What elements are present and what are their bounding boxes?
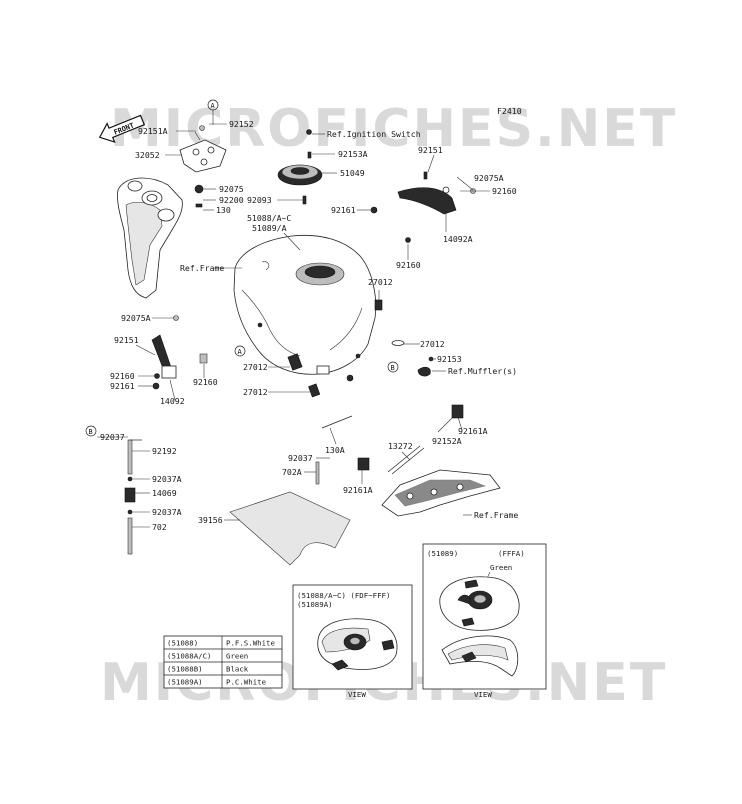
table-row-3-color: Black bbox=[226, 665, 249, 674]
label-92160-mid: 92160 bbox=[396, 260, 421, 270]
inset-left-view-mark: VIEW bbox=[348, 690, 366, 699]
inset-right-range: (FFFA) bbox=[498, 549, 525, 558]
label-92161A-bottom: 92161A bbox=[343, 485, 373, 495]
label-92161-top: 92161 bbox=[331, 205, 356, 215]
table-row-1-code: (51088) bbox=[167, 639, 198, 648]
label-92037A-2: 92037A bbox=[152, 507, 182, 517]
svg-text:B: B bbox=[391, 364, 395, 372]
label-92153: 92153 bbox=[437, 354, 462, 364]
hardware-kit-left: B bbox=[85, 425, 142, 555]
label-51088-AC: 51088/A~C bbox=[247, 213, 291, 223]
table-row-4-code: (51089A) bbox=[167, 678, 203, 687]
label-92075: 92075 bbox=[219, 184, 244, 194]
label-92093: 92093 bbox=[247, 195, 272, 205]
label-27012-a: 27012 bbox=[368, 277, 393, 287]
table-row-1-color: P.F.S.White bbox=[226, 639, 275, 648]
table-row-4-color: P.C.White bbox=[226, 678, 267, 687]
inset-right-part: (51089) bbox=[427, 549, 458, 558]
ref-frame-right-part bbox=[315, 404, 501, 517]
label-92152: 92152 bbox=[229, 119, 254, 129]
label-51089-A: 51089/A bbox=[252, 223, 287, 233]
inset-left-title-2: (51089A) bbox=[297, 600, 333, 609]
label-92037A-1: 92037A bbox=[152, 474, 182, 484]
label-92037-mid: 92037 bbox=[288, 453, 313, 463]
label-130A: 130A bbox=[325, 445, 345, 455]
label-92075A-right: 92075A bbox=[474, 173, 504, 183]
table-row-3-code: (51088B) bbox=[167, 665, 203, 674]
label-ref-frame-right: Ref.Frame bbox=[474, 510, 518, 520]
label-92200: 92200 bbox=[219, 195, 244, 205]
inset-view-51089: (51089) (FFFA) Green VIEW bbox=[422, 543, 547, 699]
label-130: 130 bbox=[216, 205, 231, 215]
table-row-2-color: Green bbox=[226, 652, 248, 661]
pad-39156 bbox=[229, 491, 351, 566]
label-13272: 13272 bbox=[388, 441, 413, 451]
label-27012-d: 27012 bbox=[243, 387, 268, 397]
label-51049: 51049 bbox=[340, 168, 365, 178]
label-32052: 32052 bbox=[135, 150, 160, 160]
ref-frame-left-part bbox=[117, 177, 183, 299]
inset-view-51088: (51088/A~C) (FDF~FFF) (51089A) VIEW bbox=[292, 584, 413, 699]
table-row-2-code: (51088A/C) bbox=[167, 652, 212, 661]
bracket-14092 bbox=[151, 315, 208, 390]
label-27012-b: 27012 bbox=[420, 339, 445, 349]
fuel-tank bbox=[233, 234, 405, 398]
muffler-ref-parts bbox=[417, 356, 434, 377]
label-ref-ignition-switch: Ref.Ignition Switch bbox=[327, 129, 421, 139]
label-27012-c: 27012 bbox=[243, 362, 268, 372]
label-39156: 39156 bbox=[198, 515, 223, 525]
filler-cap-51049 bbox=[277, 129, 323, 205]
label-ref-mufflers: Ref.Muffler(s) bbox=[448, 366, 517, 376]
label-702: 702 bbox=[152, 522, 167, 532]
label-92161-left: 92161 bbox=[110, 381, 135, 391]
label-92151-right: 92151 bbox=[418, 145, 443, 155]
part-labels: 92151A 92152 32052 92075 92200 130 Ref.I… bbox=[100, 119, 518, 532]
label-ref-frame-left: Ref.Frame bbox=[180, 263, 224, 273]
label-92151A: 92151A bbox=[138, 126, 168, 136]
label-14092: 14092 bbox=[160, 396, 185, 406]
circle-mark-b-right: B bbox=[387, 361, 399, 373]
diagram-code: F2410 bbox=[497, 106, 522, 116]
label-92160-right: 92160 bbox=[492, 186, 517, 196]
svg-text:A: A bbox=[211, 102, 216, 110]
inset-right-color-label: Green bbox=[490, 563, 512, 572]
leader-lines bbox=[97, 123, 490, 528]
label-92160-left: 92160 bbox=[110, 371, 135, 381]
svg-text:A: A bbox=[238, 348, 243, 356]
label-92037-kit: 92037 bbox=[100, 432, 125, 442]
label-92151-left: 92151 bbox=[114, 335, 139, 345]
label-92160-left2: 92160 bbox=[193, 377, 218, 387]
color-table: (51088) P.F.S.White (51088A/C) Green (51… bbox=[163, 635, 283, 689]
label-14092A: 14092A bbox=[443, 234, 473, 244]
label-702A: 702A bbox=[282, 467, 302, 477]
svg-text:B: B bbox=[89, 428, 93, 436]
bracket-32052 bbox=[179, 125, 227, 208]
inset-left-title-1: (51088/A~C) (FDF~FFF) bbox=[297, 591, 390, 600]
label-92161A-right: 92161A bbox=[458, 426, 488, 436]
label-92192: 92192 bbox=[152, 446, 177, 456]
label-92153A: 92153A bbox=[338, 149, 368, 159]
label-92075A-left: 92075A bbox=[121, 313, 151, 323]
label-92152A: 92152A bbox=[432, 436, 462, 446]
circle-mark-a-lower: A bbox=[234, 345, 246, 357]
inset-right-view-mark: VIEW bbox=[474, 690, 492, 699]
bracket-14092A bbox=[370, 171, 476, 243]
label-14069: 14069 bbox=[152, 488, 177, 498]
